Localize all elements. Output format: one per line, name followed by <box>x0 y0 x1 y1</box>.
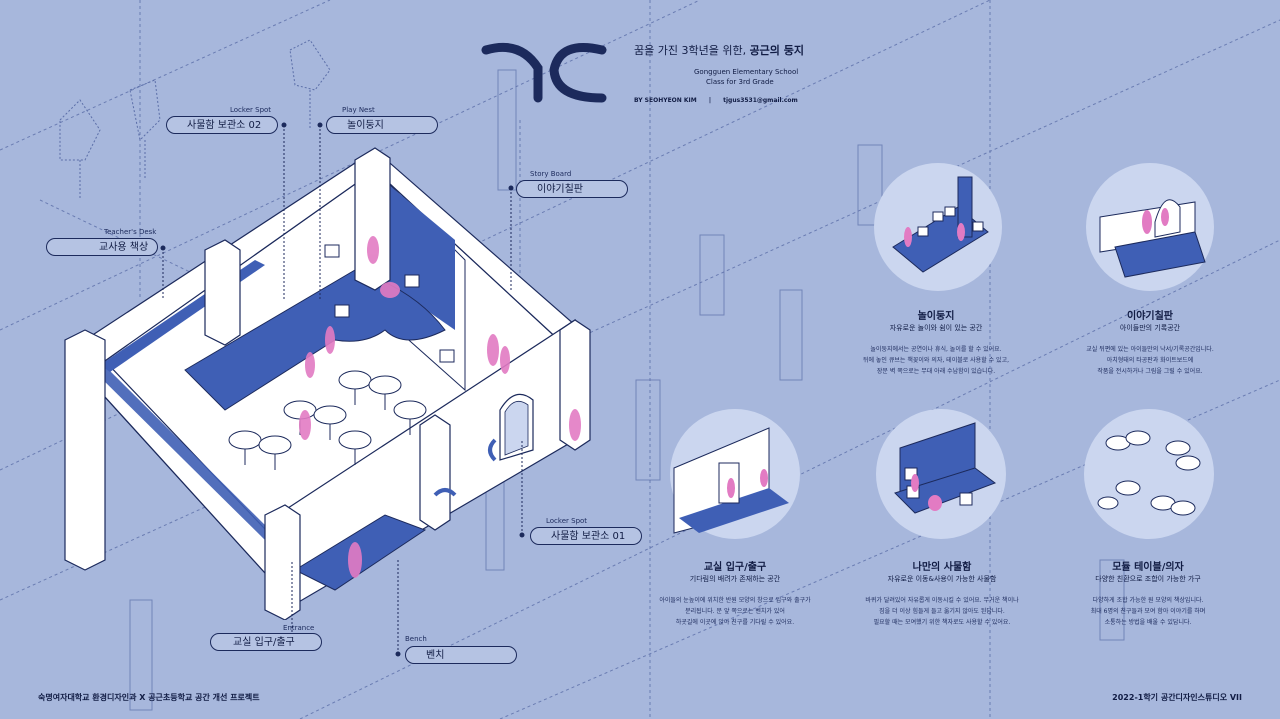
modular-table-detail-circle <box>1084 409 1214 539</box>
page-title: 꿈을 가진 3학년을 위한, 공근의 둥지 <box>634 42 804 58</box>
modular-section-subtitle: 다양한 친환으로 조합이 가능한 가구 <box>1095 575 1201 583</box>
story-board-label-en: Story Board <box>530 170 572 178</box>
my-locker-section-body: 바퀴가 달려있어 자유롭게 이동시킬 수 있어요. 무거운 책이나 짐을 더 이… <box>832 595 1052 628</box>
title-bold: 공근의 둥지 <box>749 44 804 57</box>
play-nest-pill: 놀이둥지 <box>326 116 438 134</box>
body-line: 짐을 더 이상 힘들게 들고 옮기지 않아도 된답니다. <box>879 608 1005 615</box>
locker-spot-1-label-en: Locker Spot <box>546 517 588 525</box>
body-line: 뒤에 놓인 큐브는 책꽂이와 의자, 테이블로 사용할 수 있고, <box>862 357 1010 364</box>
locker-spot-2-label-en: Locker Spot <box>230 106 272 114</box>
title-prefix: 꿈을 가진 3학년을 위한, <box>634 44 750 57</box>
play-nest-label-en: Play Nest <box>342 106 375 114</box>
body-line: 소통하는 방법을 배울 수 있답니다. <box>1104 619 1192 626</box>
story-board-section-title: 이야기칠판 <box>1127 311 1173 322</box>
body-line: 하굣길에 이곳에 앉아 친구를 기다릴 수 있어요. <box>675 619 795 626</box>
author-separator: | <box>708 97 712 104</box>
story-board-section-body: 교실 뒤편에 있는 아이들만의 낙서/기록공간입니다. 아치형태의 타공판과 화… <box>1040 344 1260 377</box>
author-name: BY SEOHYEON KIM <box>634 97 697 104</box>
subtitle-line2: Class for 3rd Grade <box>706 78 774 86</box>
body-line: 장문 벽 쪽으로는 무대 아래 수납함이 있습니다. <box>876 368 996 375</box>
body-line: 필요할 때는 모여했기 위한 책자로도 사용할 수 있어요. <box>873 619 1011 626</box>
story-board-section-subtitle: 아이들만의 기록공간 <box>1119 324 1181 332</box>
my-locker-section-title: 나만의 사물함 <box>912 562 972 573</box>
bench-pill: 벤치 <box>405 646 517 664</box>
my-locker-detail-circle <box>876 409 1006 539</box>
subtitle-line1: Gongguen Elementary School <box>694 68 799 76</box>
entrance-pill: 교실 입구/출구 <box>210 633 322 651</box>
classroom-isometric-illustration <box>64 147 591 620</box>
play-nest-section-subtitle: 자유로운 놀이와 쉼이 있는 공간 <box>889 324 983 332</box>
entrance-section-subtitle: 기다림의 배려가 존재하는 공간 <box>689 575 781 583</box>
entrance-detail-circle <box>670 409 800 539</box>
body-line: 아이들의 눈높이에 위치한 반원 모양의 창으로 입구와 출구가 <box>659 597 811 604</box>
author-email: tjgus3531@gmail.com <box>723 97 798 104</box>
author-line: BY SEOHYEON KIM | tjgus3531@gmail.com <box>634 97 798 104</box>
body-line: 다양하게 조합 가능한 원 모양의 책상입니다. <box>1092 597 1204 604</box>
play-nest-section-body: 놀이둥지에서는 공연이나 휴식, 놀이를 할 수 있어요. 뒤에 놓인 큐브는 … <box>826 344 1046 377</box>
play-nest-detail-circle <box>874 163 1002 291</box>
footer-right: 2022-1학기 공간디자인스튜디오 VII <box>1112 693 1242 702</box>
entrance-section-title: 교실 입구/출구 <box>703 562 767 573</box>
bench-label-en: Bench <box>405 635 427 643</box>
story-board-detail-circle <box>1086 163 1214 291</box>
modular-section-body: 다양하게 조합 가능한 원 모양의 책상입니다. 최대 6명의 친구들과 모여 … <box>1038 595 1258 628</box>
body-line: 놀이둥지에서는 공연이나 휴식, 놀이를 할 수 있어요. <box>870 346 1002 353</box>
footer-left: 숙명여자대학교 환경디자인과 X 공근초등학교 공간 개선 프로젝트 <box>38 693 260 702</box>
body-line: 바퀴가 달려있어 자유롭게 이동시킬 수 있어요. 무거운 책이나 <box>865 597 1019 604</box>
locker-spot-2-pill: 사물함 보관소 02 <box>166 116 278 134</box>
entrance-section-body: 아이들의 눈높이에 위치한 반원 모양의 창으로 입구와 출구가 분리됩니다. … <box>625 595 845 628</box>
project-logo <box>481 42 607 103</box>
locker-spot-1-pill: 사물함 보관소 01 <box>530 527 642 545</box>
story-board-pill: 이야기칠판 <box>516 180 628 198</box>
play-nest-section-title: 놀이둥지 <box>917 311 955 322</box>
body-line: 교실 뒤편에 있는 아이들만의 낙서/기록공간입니다. <box>1086 346 1214 353</box>
body-line: 분리됩니다. 문 앞 쪽으로는 벤치가 있어 <box>685 608 785 615</box>
teachers-desk-pill: 교사용 책상 <box>46 238 158 256</box>
body-line: 아치형태의 타공판과 화이트보드에 <box>1106 357 1194 364</box>
teachers-desk-label-en: Teacher's Desk <box>104 228 157 236</box>
entrance-label-en: Entrance <box>283 624 315 632</box>
modular-section-title: 모듈 테이블/의자 <box>1112 562 1184 573</box>
body-line: 최대 6명의 친구들과 모여 함아 이야기를 하며 <box>1090 608 1206 615</box>
my-locker-section-subtitle: 자유로운 이동&사용이 가능한 사물함 <box>887 575 997 583</box>
body-line: 작품을 전시하거나 그림을 그릴 수 있어요. <box>1097 368 1203 375</box>
